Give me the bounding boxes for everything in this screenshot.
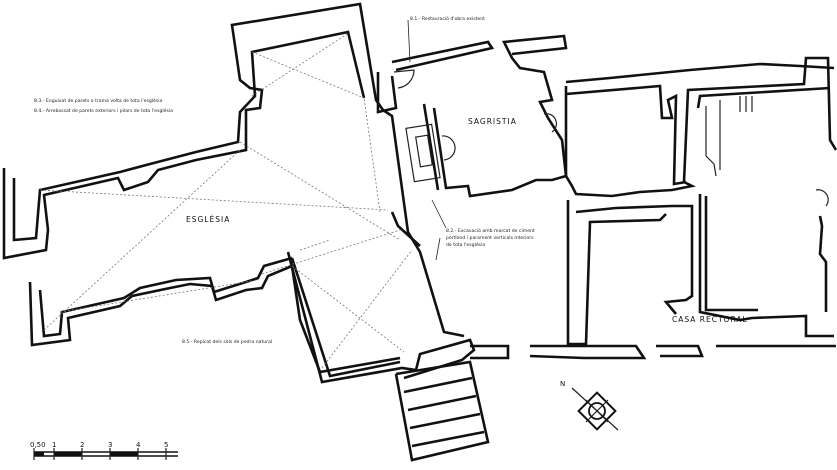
- church-walls: [2, 2, 476, 384]
- note-8-3: 8.3.- Enguixat de parets o trama volta d…: [34, 97, 163, 104]
- scale-label-5: 5: [164, 441, 168, 449]
- scale-label-0-50: 0,50: [30, 441, 46, 449]
- room-label-esglesia: ESGLÉSIA: [186, 215, 230, 224]
- north-label: N: [560, 380, 565, 388]
- note-8-2-line3: de tota l'església: [446, 241, 485, 248]
- scale-bar: 0,50 1 2 3 4 5: [30, 441, 178, 460]
- room-label-sagristia: SAGRISTIA: [468, 117, 517, 126]
- north-arrow-icon: N: [560, 380, 619, 431]
- scale-label-2: 2: [80, 441, 84, 449]
- scale-label-1: 1: [52, 441, 56, 449]
- scale-label-3: 3: [108, 441, 112, 449]
- entrance-steps: [394, 360, 490, 462]
- note-8-2-line2: portland i parament verticals interiors: [446, 235, 534, 241]
- rectory-walls: [470, 56, 837, 360]
- scale-label-4: 4: [136, 441, 141, 449]
- room-label-casa-rectoral: CASA RECTORAL: [672, 315, 748, 324]
- note-8-1: 8.1.- Restauració d'obra existent: [410, 15, 485, 22]
- note-8-2-line1: 8.2.- Excavació amb marcat de ciment: [446, 227, 535, 234]
- leader-lines: [407, 19, 447, 261]
- sacristy-walls: [376, 34, 568, 198]
- note-8-4: 8.4.- Arrebossat de parets exteriors i p…: [34, 107, 173, 114]
- vault-ribs: [39, 31, 413, 369]
- note-8-5: 8.5.- Repicat dels sòls de pedra natural: [182, 338, 272, 345]
